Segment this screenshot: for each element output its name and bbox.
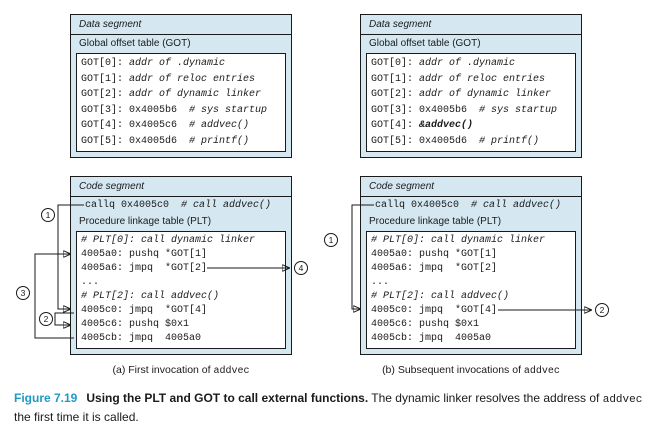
call-instruction: callq 0x4005c0 # call addvec() — [375, 200, 562, 211]
code-line: 4005a0: pushq *GOT[1] — [371, 249, 498, 260]
code-segment-title: Code segment — [71, 177, 291, 197]
arrow-a-step3-jmp-plt0 — [34, 254, 74, 339]
plt-table: # PLT[0]: call dynamic linker 4005a0: pus… — [366, 231, 576, 349]
code-line: 4005c6: pushq $0x1 — [371, 319, 480, 330]
panel-caption-b: (b) Subsequent invocations of addvec — [382, 364, 560, 377]
code-line: GOT[4]: &addvec() — [371, 120, 474, 131]
code-line: 4005a0: pushq *GOT[1] — [81, 249, 208, 260]
code-line: GOT[1]: addr of reloc entries — [371, 73, 546, 85]
code-line: # PLT[2]: call addvec() — [371, 291, 510, 302]
data-segment-title: Data segment — [361, 15, 581, 35]
code-line: GOT[5]: 0x4005d6 # printf() — [81, 135, 250, 147]
figure-title: Using the PLT and GOT to call external f… — [86, 391, 369, 405]
code-line: 4005c6: pushq $0x1 — [81, 319, 190, 330]
plt-table-label: Procedure linkage table (PLT) — [79, 216, 212, 227]
plt-table: # PLT[0]: call dynamic linker 4005a0: pus… — [76, 231, 286, 349]
code-line: # PLT[2]: call addvec() — [81, 291, 220, 302]
code-line: GOT[5]: 0x4005d6 # printf() — [371, 135, 540, 147]
code-line: GOT[4]: 0x4005c6 # addvec() — [81, 120, 250, 131]
code-segment-box-b: Code segment callq 0x4005c0 # call addve… — [360, 176, 582, 355]
code-segment-box-a: Code segment callq 0x4005c0 # call addve… — [70, 176, 292, 355]
code-line: 4005c0: jmpq *GOT[4] — [81, 305, 208, 316]
code-line: ... — [81, 277, 100, 288]
step-annotation-3: 3 — [16, 286, 30, 300]
panel-caption-a: (a) First invocation of addvec — [112, 364, 250, 377]
figure-caption: Figure 7.19 Using the PLT and GOT to call… — [14, 390, 658, 425]
code-segment-title: Code segment — [361, 177, 581, 197]
data-segment-box-a: Data segment Global offset table (GOT) G… — [70, 14, 292, 158]
code-line: GOT[0]: addr of .dynamic — [371, 58, 516, 69]
code-line: GOT[0]: addr of .dynamic — [81, 58, 226, 69]
code-line: GOT[3]: 0x4005b6 # sys startup — [81, 104, 268, 116]
code-line: 4005c0: jmpq *GOT[4] — [371, 305, 498, 316]
code-line: # PLT[0]: call dynamic linker — [371, 235, 546, 246]
code-line: GOT[1]: addr of reloc entries — [81, 73, 256, 85]
code-line: 4005cb: jmpq 4005a0 — [371, 333, 492, 344]
code-line: 4005cb: jmpq 4005a0 — [81, 333, 202, 344]
code-line: # PLT[0]: call dynamic linker — [81, 235, 256, 246]
figure-caption-mono: addvec — [602, 394, 643, 406]
code-line: GOT[3]: 0x4005b6 # sys startup — [371, 104, 558, 116]
got-table-label: Global offset table (GOT) — [369, 38, 481, 49]
data-segment-box-b: Data segment Global offset table (GOT) G… — [360, 14, 582, 158]
data-segment-title: Data segment — [71, 15, 291, 35]
step-annotation-4: 4 — [294, 261, 308, 275]
figure-caption-tail: the first time it is called. — [14, 409, 139, 424]
got-table-label: Global offset table (GOT) — [79, 38, 191, 49]
code-line: ... — [371, 277, 390, 288]
code-line: 4005a6: jmpq *GOT[2] — [371, 263, 498, 274]
figure-caption-body: The dynamic linker resolves the address … — [368, 391, 603, 405]
code-line: 4005a6: jmpq *GOT[2] — [81, 263, 208, 274]
code-line: GOT[2]: addr of dynamic linker — [81, 89, 262, 100]
figure-number: Figure 7.19 — [14, 391, 78, 405]
step-annotation-1: 1 — [324, 233, 338, 247]
step-annotation-1: 1 — [41, 208, 55, 222]
step-annotation-2: 2 — [39, 312, 53, 326]
code-line: GOT[2]: addr of dynamic linker — [371, 89, 552, 100]
step-annotation-2: 2 — [595, 303, 609, 317]
plt-table-label: Procedure linkage table (PLT) — [369, 216, 502, 227]
call-instruction: callq 0x4005c0 # call addvec() — [85, 200, 272, 211]
